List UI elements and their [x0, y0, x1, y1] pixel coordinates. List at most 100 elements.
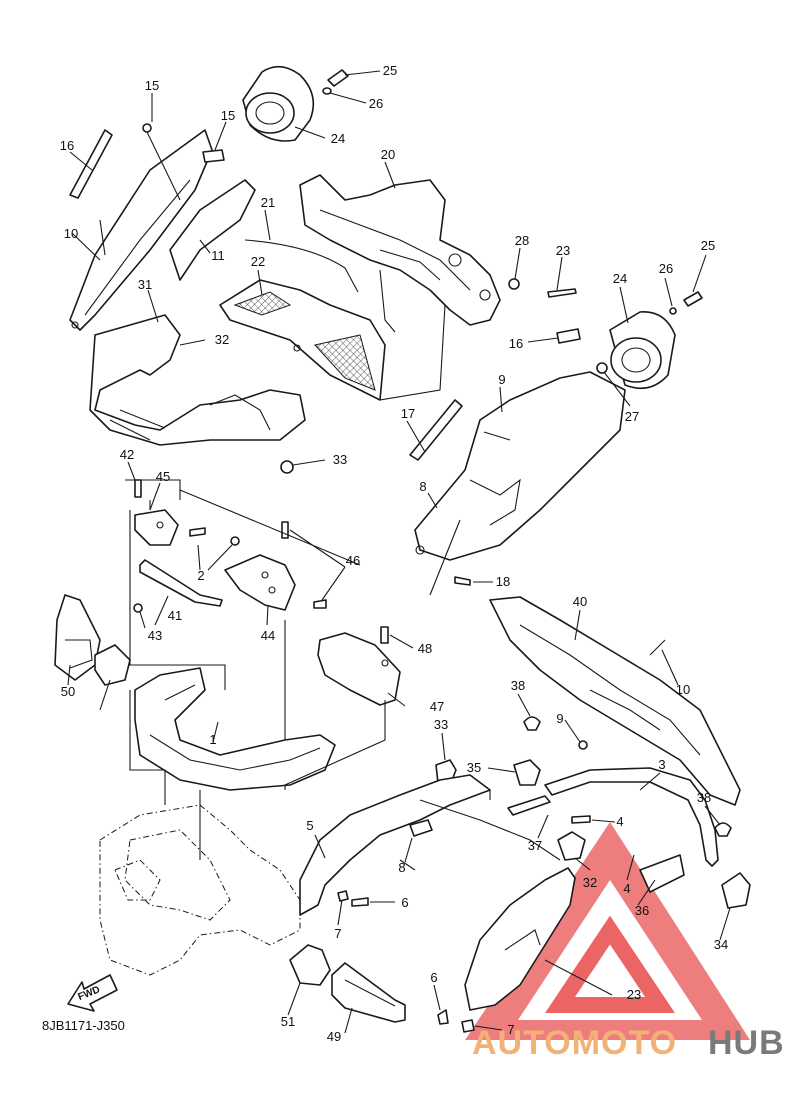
callout-43: 44 [261, 628, 275, 643]
callout-26b: 26 [659, 261, 673, 276]
callout-5: 5 [306, 818, 313, 833]
callout-44: 45 [156, 469, 170, 484]
callout-50: 51 [281, 1014, 295, 1029]
callout-11: 8 [419, 479, 426, 494]
bolt-2a-icon [189, 527, 206, 537]
part-clip-51 [94, 644, 131, 686]
callout-22: 23 [556, 243, 570, 258]
clip-34-icon [721, 872, 751, 909]
grouping-lines [99, 131, 491, 871]
bolt-47-icon [380, 626, 389, 644]
callout-25a: 25 [383, 63, 397, 78]
bolt-25b-icon [683, 291, 703, 307]
callout-26a: 26 [369, 96, 383, 111]
rivet-38a-icon [523, 716, 541, 731]
callout-7b: 7 [507, 1022, 514, 1037]
callout-40: 41 [168, 608, 182, 623]
callout-4b: 4 [623, 881, 630, 896]
bolt-45a-icon [281, 521, 289, 539]
nut-27-icon [596, 362, 608, 374]
callout-29: 32 [215, 332, 229, 347]
callout-9: 9 [556, 711, 563, 726]
bolt-4a-icon [571, 815, 591, 824]
watermark-triangle-icon [465, 822, 750, 1040]
fwd-arrow-icon [67, 974, 118, 1012]
part-pad-15 [202, 149, 225, 163]
part-inner-panel-28 [89, 314, 306, 446]
callout-28: 31 [138, 277, 152, 292]
part-rod-37 [507, 795, 551, 816]
part-under-cowl-1 [134, 667, 336, 791]
part-strip-16b [409, 399, 463, 461]
bracket-36 [639, 854, 685, 893]
bracket-44 [134, 509, 179, 546]
rod-40 [139, 559, 223, 607]
callout-16a: 16 [60, 138, 74, 153]
callout-4a: 4 [616, 814, 623, 829]
part-cover-24-right [609, 311, 676, 390]
part-panel-14 [169, 179, 256, 281]
callout-10: 10 [676, 682, 690, 697]
part-side-fairing-23 [464, 867, 576, 1011]
part-pad-15b [556, 328, 581, 344]
callout-49: 50 [61, 684, 75, 699]
callout-45: 46 [346, 553, 360, 568]
callout-42: 43 [148, 628, 162, 643]
callout-37: 37 [528, 838, 542, 853]
callout-23: 23 [627, 987, 641, 1002]
rivet-38b-icon [714, 822, 732, 837]
callout-18: 15 [145, 78, 159, 93]
callout-12: 9 [498, 372, 505, 387]
callout-15b: 16 [509, 336, 523, 351]
callout-41: 42 [120, 447, 134, 462]
watermark-automoto: AUTOMOTO [472, 1024, 677, 1062]
part-strip-20 [244, 239, 359, 293]
callout-17: 18 [496, 574, 510, 589]
grommet-32-icon [557, 831, 586, 861]
part-lower-panel-5 [299, 774, 491, 916]
leader-lines [67, 70, 731, 1034]
grommet-31-icon [280, 460, 294, 474]
callout-3: 3 [658, 757, 665, 772]
watermark-hub: HUB [708, 1024, 785, 1062]
callout-2: 2 [197, 568, 204, 583]
callout-15a: 15 [221, 108, 235, 123]
callout-24b: 24 [613, 271, 627, 286]
part-cowl-19 [299, 174, 501, 326]
callout-7a: 7 [334, 926, 341, 941]
nut-7b-icon [461, 1019, 475, 1033]
bolt-6a-icon [351, 897, 369, 907]
callout-8: 8 [398, 860, 405, 875]
frame-reference [99, 804, 301, 976]
washer-26b-icon [669, 307, 677, 315]
callout-1: 1 [209, 732, 216, 747]
bolt-41-icon [134, 479, 142, 498]
washer-9-icon [578, 740, 588, 750]
callout-35: 35 [467, 760, 481, 775]
callout-33: 33 [434, 717, 448, 732]
callout-27: 27 [625, 409, 639, 424]
callout-38a: 38 [511, 678, 525, 693]
rivet-22-icon [547, 288, 577, 298]
callout-25b: 25 [701, 238, 715, 253]
part-cover-49 [54, 594, 101, 681]
callout-19: 20 [381, 147, 395, 162]
callout-46: 47 [430, 699, 444, 714]
bolt-2b-icon [230, 536, 240, 546]
bracket-8 [409, 819, 433, 837]
callout-39: 40 [573, 594, 587, 609]
bolt-6b-icon [437, 1009, 449, 1025]
bracket-43 [224, 554, 296, 611]
callout-38b: 38 [697, 790, 711, 805]
callout-21: 22 [251, 254, 265, 269]
callout-24a: 24 [331, 131, 345, 146]
part-cover-46 [317, 632, 401, 706]
callout-6b: 6 [430, 970, 437, 985]
watermark-text: AUTOMOTO HUB [472, 1024, 785, 1062]
callout-47: 48 [418, 641, 432, 656]
nut-42-icon [133, 603, 143, 613]
part-cover-24-top [242, 65, 315, 142]
callout-31: 33 [333, 452, 347, 467]
